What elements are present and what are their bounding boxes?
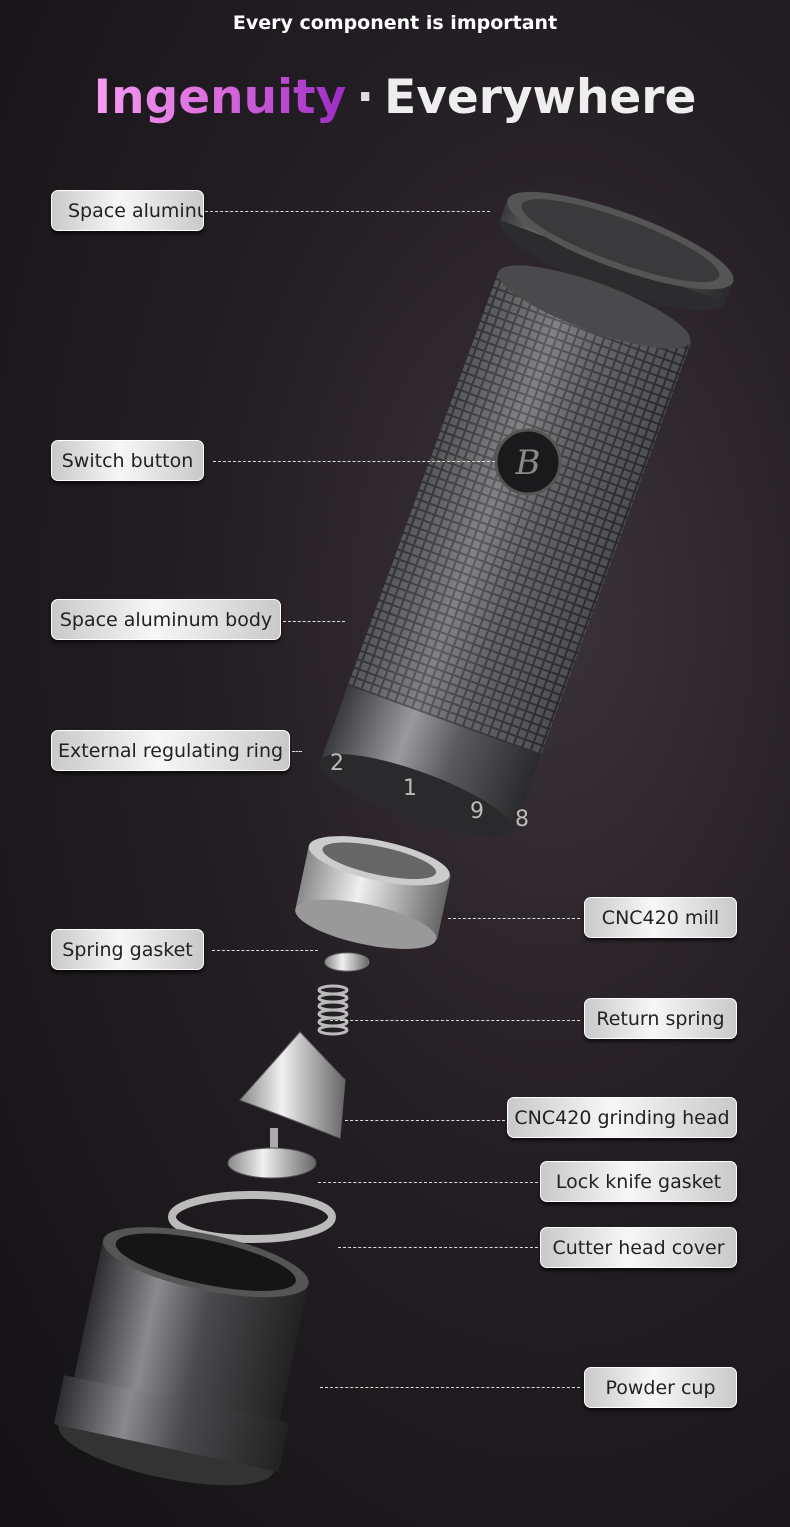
return-spring [317,984,349,1036]
label-spring-gasket: Spring gasket [51,929,204,970]
svg-text:2: 2 [330,751,344,776]
leader-line [338,1247,538,1248]
cnc420-grinding-head [239,1031,346,1139]
svg-text:B: B [515,443,541,483]
leader-line [320,1387,580,1388]
powder-cup [53,1227,309,1486]
label-cnc420-mill: CNC420 mill [584,897,737,938]
title-rest: Everywhere [384,70,697,125]
cutter-head-cover [168,1191,336,1243]
leader-line [330,1020,580,1021]
space-aluminum-top [499,191,734,311]
subtitle: Every component is important [232,12,558,34]
svg-text:9: 9 [470,799,484,824]
label-switch-button: Switch button [51,440,204,481]
title-separator: · [356,70,375,125]
label-powder-cup: Powder cup [584,1367,737,1408]
leader-line [318,1182,538,1183]
lock-knife-gasket [227,1128,317,1179]
label-space-aluminum-top: Space aluminum top [51,190,204,231]
svg-text:1: 1 [403,776,417,801]
spring-gasket [324,952,370,972]
title-highlight: Ingenuity [93,70,347,125]
svg-text:8: 8 [515,807,529,832]
label-space-aluminum-body: Space aluminum body [51,599,281,640]
label-cutter-head-cover: Cutter head cover [540,1227,737,1268]
leader-line [448,918,580,919]
leader-line [345,1120,505,1121]
switch-button-icon [494,428,562,496]
leader-line [292,751,302,752]
ring-numbers: 2 1 9 8 [330,751,529,832]
leader-line [212,950,318,951]
leader-line [205,211,490,212]
space-aluminum-body [320,265,692,838]
label-cnc420-grinding-head: CNC420 grinding head [507,1097,737,1138]
leader-line [213,461,495,462]
label-return-spring: Return spring [584,998,737,1039]
label-lock-knife-gasket: Lock knife gasket [540,1161,737,1202]
page-title: Ingenuity·Everywhere [0,70,790,125]
cnc420-mill [295,836,451,949]
leader-line [283,621,345,622]
label-external-regulating-ring: External regulating ring [51,730,290,771]
